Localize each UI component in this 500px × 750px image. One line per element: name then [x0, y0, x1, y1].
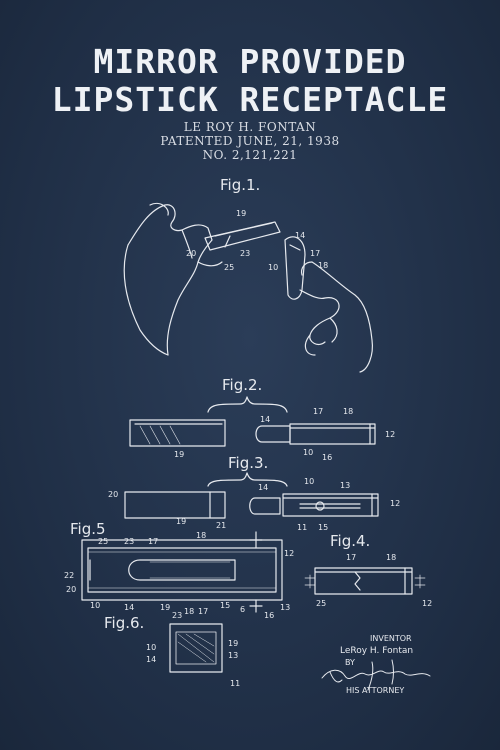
fig5-label: Fig.5 — [70, 520, 106, 538]
svg-text:17: 17 — [310, 249, 320, 258]
svg-text:25: 25 — [316, 599, 326, 608]
svg-text:10: 10 — [268, 263, 278, 272]
fig4-illustration — [304, 567, 426, 595]
svg-text:25: 25 — [224, 263, 234, 272]
svg-text:14: 14 — [258, 483, 268, 492]
svg-text:12: 12 — [284, 549, 294, 558]
svg-text:17: 17 — [148, 537, 158, 546]
svg-text:23: 23 — [172, 611, 182, 620]
svg-text:20: 20 — [108, 490, 118, 499]
svg-text:10: 10 — [304, 477, 314, 486]
inventor-line: LE ROY H. FONTAN — [183, 120, 317, 134]
by-label: BY — [345, 658, 355, 667]
svg-text:19: 19 — [236, 209, 246, 218]
svg-text:18: 18 — [184, 607, 194, 616]
fig3-label: Fig.3. — [228, 454, 269, 472]
svg-text:13: 13 — [340, 481, 350, 490]
svg-text:21: 21 — [216, 521, 226, 530]
inventor-label: INVENTOR — [370, 634, 412, 643]
title-line-2: LIPSTICK RECEPTACLE — [51, 80, 449, 119]
svg-text:19: 19 — [228, 639, 238, 648]
patent-date: PATENTED JUNE, 21, 1938 — [160, 134, 340, 148]
fig1-label: Fig.1. — [220, 176, 261, 194]
svg-text:15: 15 — [220, 601, 230, 610]
svg-text:12: 12 — [422, 599, 432, 608]
svg-text:12: 12 — [390, 499, 400, 508]
fig2-illustration — [129, 396, 376, 447]
svg-text:19: 19 — [174, 450, 184, 459]
svg-text:18: 18 — [343, 407, 353, 416]
svg-text:11: 11 — [230, 679, 240, 688]
title-line-1: MIRROR PROVIDED — [93, 42, 407, 81]
svg-text:11: 11 — [297, 523, 307, 532]
svg-text:14: 14 — [260, 415, 270, 424]
svg-text:14: 14 — [146, 655, 156, 664]
svg-text:23: 23 — [240, 249, 250, 258]
svg-text:19: 19 — [160, 603, 170, 612]
svg-text:22: 22 — [64, 571, 74, 580]
svg-text:18: 18 — [196, 531, 206, 540]
svg-text:18: 18 — [386, 553, 396, 562]
svg-text:10: 10 — [146, 643, 156, 652]
fig6-label: Fig.6. — [104, 614, 145, 632]
attorney-signature — [321, 659, 431, 691]
svg-text:18: 18 — [318, 261, 328, 270]
svg-text:23: 23 — [124, 537, 134, 546]
svg-text:13: 13 — [280, 603, 290, 612]
fig2-label: Fig.2. — [222, 376, 263, 394]
fig6-illustration — [169, 623, 223, 673]
inventor-name: LeRoy H. Fontan — [340, 646, 414, 656]
svg-text:17: 17 — [346, 553, 356, 562]
svg-text:14: 14 — [124, 603, 134, 612]
svg-text:20: 20 — [66, 585, 76, 594]
svg-text:10: 10 — [90, 601, 100, 610]
svg-text:17: 17 — [198, 607, 208, 616]
fig3-illustration — [124, 472, 379, 519]
svg-text:19: 19 — [176, 517, 186, 526]
svg-text:16: 16 — [264, 611, 274, 620]
fig5-illustration — [81, 531, 283, 613]
svg-text:13: 13 — [228, 651, 238, 660]
svg-text:25: 25 — [98, 537, 108, 546]
svg-text:20: 20 — [186, 249, 196, 258]
svg-text:12: 12 — [385, 430, 395, 439]
svg-text:10: 10 — [303, 448, 313, 457]
svg-text:6: 6 — [240, 605, 245, 614]
svg-text:17: 17 — [313, 407, 323, 416]
svg-text:15: 15 — [318, 523, 328, 532]
fig1-illustration — [123, 202, 373, 373]
svg-text:16: 16 — [322, 453, 332, 462]
fig4-label: Fig.4. — [330, 532, 371, 550]
patent-number: NO. 2,121,221 — [202, 148, 298, 162]
attorney-label: HIS ATTORNEY — [346, 686, 405, 695]
svg-text:14: 14 — [295, 231, 305, 240]
reference-numbers: 19 20 23 25 14 17 18 10 14 17 18 12 19 10 16 20… — [64, 209, 432, 688]
